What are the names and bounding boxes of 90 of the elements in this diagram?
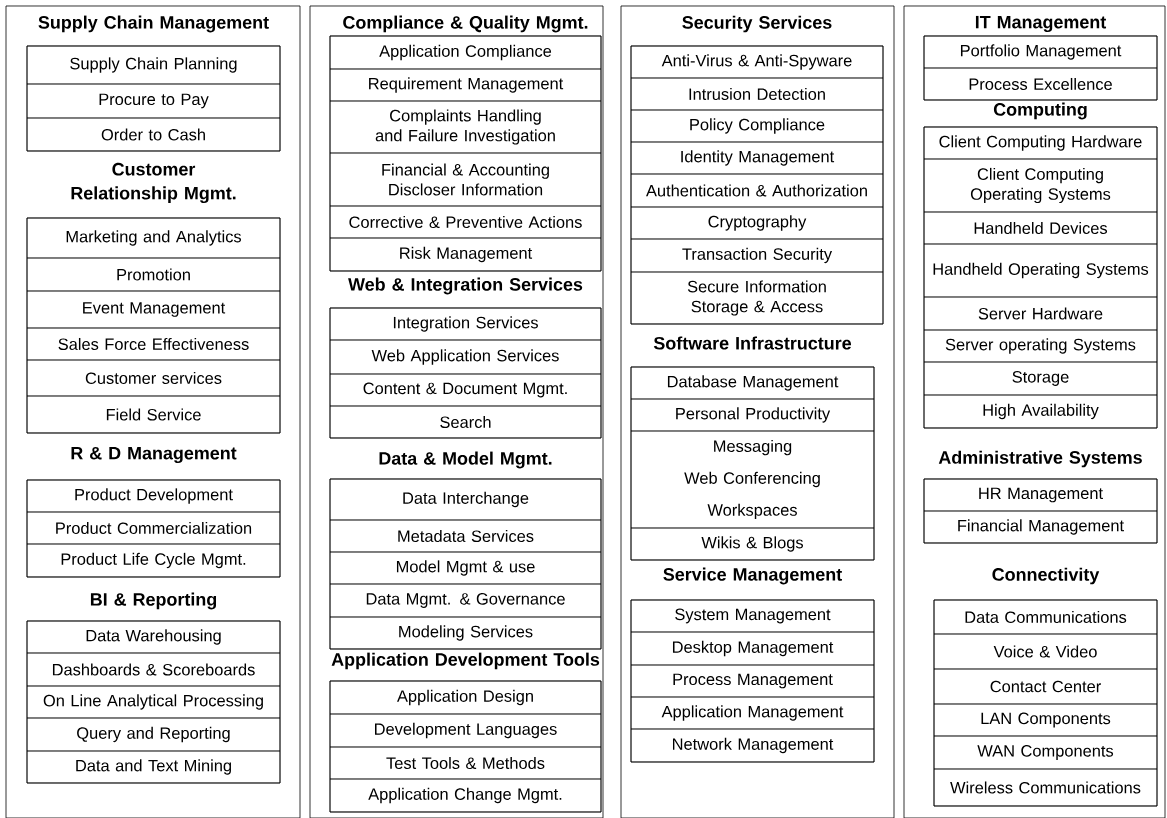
item-box: Application Management — [630, 696, 875, 730]
item-box: Handheld Devices — [923, 211, 1158, 245]
item-box: Policy Compliance — [630, 109, 884, 143]
item-box: Supply Chain Planning — [26, 45, 281, 85]
section-heading: Service Management — [663, 567, 842, 585]
item-box: Portfolio Management — [923, 35, 1158, 69]
column-panel — [903, 5, 1166, 818]
item-box: Web Application Services — [329, 339, 602, 375]
item-box: Data Interchange — [329, 478, 602, 521]
item-box: Data Mgmt. & Governance — [329, 583, 602, 618]
item-box: Intrusion Detection — [630, 77, 884, 111]
item-box: Cryptography — [630, 206, 884, 240]
item-box: Data Communications — [933, 599, 1158, 635]
item-box: Complaints Handling and Failure Investigation — [329, 100, 602, 154]
item-box: Integration Services — [329, 307, 602, 341]
item-box: LAN Components — [933, 703, 1158, 737]
item-box: Process Excellence — [923, 67, 1158, 101]
item-box: Server Hardware — [923, 296, 1158, 331]
item-box: Data Warehousing — [26, 620, 281, 654]
item-box: Identity Management — [630, 141, 884, 175]
item-box: Client Computing Operating Systems — [923, 158, 1158, 213]
item-box: Product Life Cycle Mgmt. — [26, 543, 281, 578]
section-heading: BI & Reporting — [90, 592, 217, 610]
section-heading: Connectivity — [992, 567, 1100, 585]
item-box: WAN Components — [933, 735, 1158, 770]
section-heading: Computing — [993, 102, 1087, 120]
section-heading: Customer Relationship Mgmt. — [71, 162, 236, 204]
item-box: Search — [329, 405, 602, 439]
item-box: Network Management — [630, 728, 875, 763]
item-box: Risk Management — [329, 237, 602, 272]
section-heading: Security Services — [682, 15, 832, 33]
item-box: Messaging Web Conferencing Workspaces — [630, 430, 875, 529]
item-box: Authentication & Authorization — [630, 173, 884, 208]
section-heading: Web & Integration Services — [348, 277, 583, 295]
section-heading: Software Infrastructure — [653, 336, 851, 350]
item-box: Metadata Services — [329, 519, 602, 553]
item-box: System Management — [630, 599, 875, 633]
item-box: Application Design — [329, 680, 602, 715]
item-box: Process Management — [630, 664, 875, 698]
column-panel — [5, 5, 301, 818]
item-box: HR Management — [923, 478, 1158, 512]
item-box: Model Mgmt & use — [329, 551, 602, 585]
item-box: Application Compliance — [329, 35, 602, 70]
item-box: Personal Productivity — [630, 398, 875, 432]
item-box: Server operating Systems — [923, 329, 1158, 363]
item-box: Dashboards & Scoreboards — [26, 652, 281, 687]
item-box: Procure to Pay — [26, 83, 281, 119]
item-box: Customer services — [26, 359, 281, 397]
item-box: High Availability — [923, 394, 1158, 429]
item-box: Requirement Management — [329, 68, 602, 102]
item-box: Application Change Mgmt. — [329, 778, 602, 813]
item-box: Contact Center — [933, 668, 1158, 705]
item-box: Sales Force Effectiveness — [26, 327, 281, 361]
item-box: Handheld Operating Systems — [923, 243, 1158, 298]
item-box: Query and Reporting — [26, 717, 281, 752]
item-box: Voice & Video — [933, 633, 1158, 670]
item-box: Product Commercialization — [26, 511, 281, 545]
section-heading: Administrative Systems — [938, 450, 1142, 468]
item-box: Event Management — [26, 290, 281, 329]
section-heading: Supply Chain Management — [38, 15, 269, 33]
item-box: Transaction Security — [630, 238, 884, 273]
item-box: Corrective & Preventive Actions — [329, 205, 602, 239]
item-box: Financial & Accounting Discloser Information — [329, 152, 602, 207]
item-box: Order to Cash — [26, 117, 281, 152]
item-box: On Line Analytical Processing — [26, 685, 281, 719]
item-box: Desktop Management — [630, 631, 875, 666]
item-box: Promotion — [26, 257, 281, 292]
item-box: Financial Management — [923, 510, 1158, 544]
item-box: Marketing and Analytics — [26, 217, 281, 259]
item-box: Field Service — [26, 395, 281, 434]
item-box: Wireless Communications — [933, 768, 1158, 807]
item-box: Product Development — [26, 479, 281, 513]
column-panel — [309, 5, 604, 818]
section-heading: R & D Management — [71, 446, 237, 464]
item-box: Development Languages — [329, 713, 602, 748]
section-heading: Data & Model Mgmt. — [379, 451, 552, 469]
item-box: Modeling Services — [329, 616, 602, 650]
column-panel — [620, 5, 895, 818]
section-heading: Application Development Tools — [331, 652, 600, 670]
item-box: Storage — [923, 361, 1158, 396]
item-box: Data and Text Mining — [26, 750, 281, 784]
item-box: Client Computing Hardware — [923, 126, 1158, 160]
item-box: Secure Information Storage & Access — [630, 271, 884, 325]
section-heading: Compliance & Quality Mgmt. — [343, 15, 588, 33]
item-box: Content & Document Mgmt. — [329, 373, 602, 407]
item-box: Wikis & Blogs — [630, 527, 875, 561]
item-box: Test Tools & Methods — [329, 746, 602, 780]
item-box: Database Management — [630, 366, 875, 400]
item-box: Anti-Virus & Anti-Spyware — [630, 45, 884, 79]
section-heading: IT Management — [975, 15, 1107, 33]
